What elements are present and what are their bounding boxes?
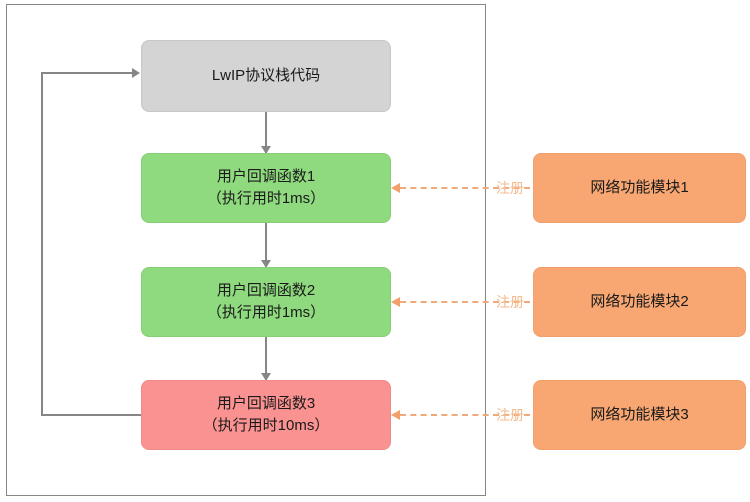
node-lwip-stack-label: LwIP协议栈代码 [211,67,321,85]
register-arrow-head-2 [391,297,400,307]
node-callback-3[interactable]: 用户回调函数3 （执行用时10ms） [141,380,391,450]
node-callback-1-title: 用户回调函数1 [216,168,316,186]
node-module-1-label: 网络功能模块1 [590,179,689,197]
node-module-3-label: 网络功能模块3 [590,406,689,424]
feedback-arrow-head [132,68,140,78]
node-module-1[interactable]: 网络功能模块1 [533,153,746,223]
register-arrow-head-1 [391,183,400,193]
register-arrow-line-3 [400,414,530,416]
node-callback-1[interactable]: 用户回调函数1 （执行用时1ms） [141,153,391,223]
register-arrow-line-2 [400,301,530,303]
node-callback-2-detail: （执行用时1ms） [206,304,326,321]
node-callback-3-detail: （执行用时10ms） [202,417,330,434]
node-callback-2-title: 用户回调函数2 [216,282,316,300]
node-callback-3-title: 用户回调函数3 [216,395,316,413]
node-module-3[interactable]: 网络功能模块3 [533,380,746,450]
register-label-2: 注册 [496,294,524,310]
flow-arrow-callback2-to-callback3 [265,337,267,380]
register-arrow-head-3 [391,410,400,420]
register-arrow-line-1 [400,187,530,189]
node-callback-1-detail: （执行用时1ms） [206,190,326,207]
feedback-arrow-segment-top [41,72,133,74]
node-module-2[interactable]: 网络功能模块2 [533,267,746,337]
node-module-2-label: 网络功能模块2 [590,293,689,311]
node-lwip-stack[interactable]: LwIP协议栈代码 [141,40,391,112]
feedback-arrow-segment-left [41,72,43,416]
feedback-arrow-segment-bottom [41,414,141,416]
node-callback-2[interactable]: 用户回调函数2 （执行用时1ms） [141,267,391,337]
register-label-3: 注册 [496,407,524,423]
register-label-1: 注册 [496,180,524,196]
flow-arrow-callback1-to-callback2 [265,223,267,267]
flow-arrow-stack-to-callback1 [265,112,267,153]
